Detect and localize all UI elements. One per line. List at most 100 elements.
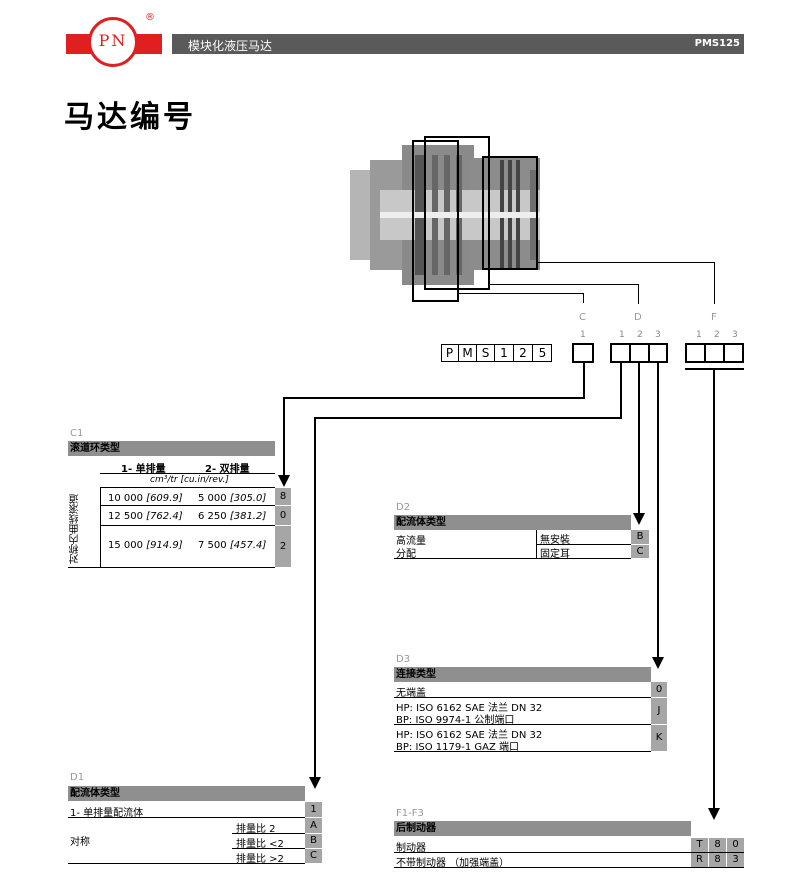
f-heading: 后制动器 <box>394 821 691 836</box>
d1-label: D1 <box>70 772 85 783</box>
code-box-d <box>610 343 668 363</box>
d2-label: D2 <box>396 502 411 513</box>
c1-unit: cm³/tr [cu.in/rev.] <box>150 475 229 485</box>
f-rule <box>394 852 744 853</box>
page-title: 马达编号 <box>64 100 196 135</box>
group-label-c: C <box>579 312 586 323</box>
c1-label: C1 <box>70 428 84 439</box>
d3-heading: 连接类型 <box>394 667 651 682</box>
c1-row3-v2: 7 500 [457.4] <box>198 540 267 551</box>
registered-mark: ® <box>145 12 155 23</box>
c1-side-label: 对称内曲线滚道 <box>70 494 81 564</box>
arrow-d2 <box>633 513 645 525</box>
d1-row2-code: A <box>305 818 322 833</box>
connector-c1 <box>283 397 285 477</box>
connector-c1 <box>283 397 585 399</box>
f-row2-text: 不带制动器 （加强端盖） <box>396 858 510 869</box>
d2-rule <box>536 544 631 545</box>
d3-row1-text: 无端盖 <box>396 688 426 699</box>
model-letter: 1 <box>495 344 514 362</box>
f-row2-code3: 3 <box>727 853 744 867</box>
c1-rule <box>100 487 275 488</box>
d3-row3-line2: BP: ISO 1179-1 GAZ 端口 <box>396 742 520 753</box>
d3-row3-code: K <box>651 725 667 751</box>
pos-d-1: 1 <box>619 330 625 340</box>
d3-rule <box>394 724 651 725</box>
d3-rule <box>394 751 651 752</box>
header-code: PMS125 <box>694 38 740 49</box>
c1-col1-header: 1- 单排量 <box>121 464 166 475</box>
model-letter: S <box>477 344 495 362</box>
connector-d1 <box>620 363 622 419</box>
pos-c-1: 1 <box>580 330 586 340</box>
c1-row1-code: 8 <box>275 488 291 505</box>
arrow-d3 <box>652 657 664 669</box>
f-row1-code1: T <box>691 838 708 852</box>
f-row2-code2: 8 <box>709 853 726 867</box>
model-letter: 5 <box>538 346 547 360</box>
connector-d3 <box>657 363 659 659</box>
group-label-f: F <box>711 312 717 323</box>
d1-row2-text: 排量比 2 <box>236 824 276 835</box>
c1-row3-v1: 15 000 [914.9] <box>108 540 183 551</box>
d1-row1-text: 1- 单排量配流体 <box>70 808 144 819</box>
leader-f-h <box>538 262 715 263</box>
c1-col2-header: 2- 双排量 <box>205 464 250 475</box>
f-label: F1-F3 <box>396 808 424 819</box>
logo: PN ® <box>66 12 162 67</box>
c1-rule <box>100 525 275 526</box>
pos-d-2: 2 <box>637 330 643 340</box>
logo-text: PN <box>98 31 128 50</box>
d2-row2-code: C <box>631 545 649 558</box>
connector-f <box>713 368 715 810</box>
code-box-c1 <box>572 343 594 363</box>
leader-f-v <box>714 262 715 304</box>
d1-heading: 配流体类型 <box>68 786 305 801</box>
d2-left1: 高流量 <box>396 536 426 547</box>
pos-f-2: 2 <box>714 330 720 340</box>
leader-d-h <box>490 284 639 285</box>
c1-rule <box>68 567 275 568</box>
f-row1-code3: 0 <box>727 838 744 852</box>
d1-row3-code: B <box>305 834 322 848</box>
d1-rule <box>232 833 305 834</box>
d2-left2: 分配 <box>396 549 416 560</box>
leader-d-v <box>638 284 639 304</box>
c1-row3-code: 2 <box>275 526 291 567</box>
c1-row2-v2: 6 250 [381.2] <box>198 511 267 522</box>
code-box-d-divider <box>629 343 631 363</box>
c1-vrule <box>100 487 101 567</box>
header-bar <box>172 34 744 54</box>
d1-left: 对称 <box>70 837 90 848</box>
f-row1-text: 制动器 <box>396 843 426 854</box>
d3-label: D3 <box>396 654 411 665</box>
arrow-f <box>708 808 720 820</box>
c1-row1-v1: 10 000 [609.9] <box>108 493 183 504</box>
c1-row1-v2: 5 000 [305.0] <box>198 493 267 504</box>
callout-box-d <box>424 136 490 290</box>
f-rule <box>394 867 744 868</box>
d2-row1-code: B <box>631 530 649 544</box>
d1-row3-text: 排量比 <2 <box>236 839 284 850</box>
c1-row2-code: 0 <box>275 506 291 525</box>
d3-row3-line1: HP: ISO 6162 SAE 法兰 DN 32 <box>396 730 543 741</box>
arrow-c1 <box>278 475 290 487</box>
c1-rule <box>100 505 275 506</box>
group-label-d: D <box>634 312 642 323</box>
d2-rule <box>394 558 631 559</box>
callout-box-c <box>412 140 459 302</box>
d1-rule <box>68 817 305 818</box>
header-title: 模块化液压马达 <box>188 39 273 53</box>
leader-c-h <box>459 293 584 294</box>
d1-row1-code: 1 <box>305 802 322 817</box>
model-letter: M <box>459 344 477 362</box>
d1-row4-code: C <box>305 849 322 863</box>
connector-d1 <box>314 417 622 419</box>
arrow-d1 <box>309 777 321 789</box>
c1-row2-v1: 12 500 [762.4] <box>108 511 183 522</box>
connector-d1 <box>314 417 316 779</box>
code-box-f-divider <box>704 343 706 363</box>
c1-heading: 滚道环类型 <box>68 441 275 456</box>
callout-box-f <box>482 156 538 270</box>
d3-row2-line1: HP: ISO 6162 SAE 法兰 DN 32 <box>396 703 543 714</box>
